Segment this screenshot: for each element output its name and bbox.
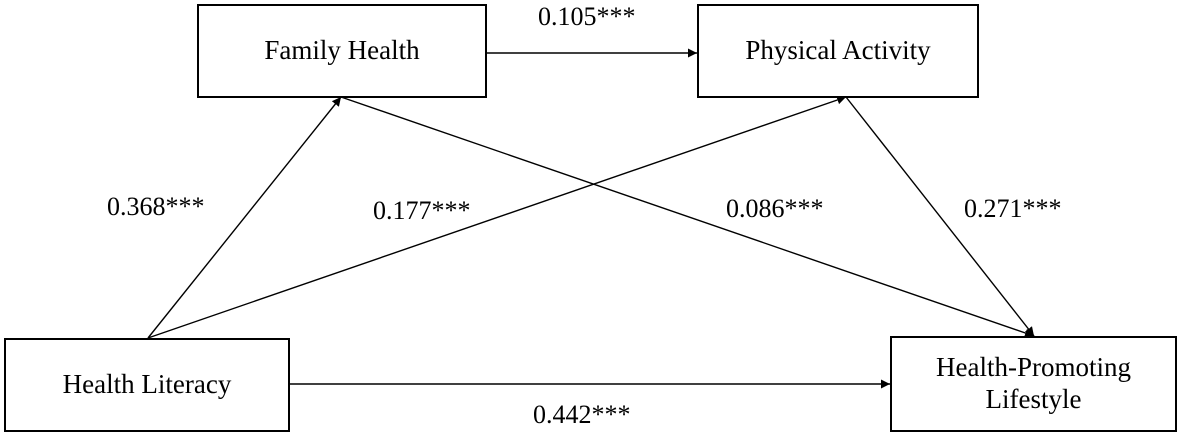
coef-literacy-to-family: 0.368***: [107, 192, 205, 221]
coef-literacy-to-physical: 0.177***: [373, 196, 471, 225]
coef-family-to-physical: 0.105***: [538, 2, 636, 31]
arrow-literacy-to-family: [147, 96, 342, 339]
arrow-family-to-lifestyle: [340, 96, 1035, 338]
coef-physical-to-lifestyle: 0.271***: [964, 194, 1062, 223]
arrow-literacy-to-physical: [147, 95, 847, 339]
coef-literacy-to-lifestyle: 0.442***: [533, 400, 631, 429]
coef-family-to-lifestyle: 0.086***: [726, 194, 824, 223]
node-family-health-label: Family Health: [264, 35, 420, 66]
node-family-health: Family Health: [197, 4, 487, 98]
node-health-promoting-lifestyle-label: Health-Promoting Lifestyle: [936, 352, 1131, 414]
node-physical-activity: Physical Activity: [697, 4, 979, 98]
node-health-promoting-lifestyle: Health-Promoting Lifestyle: [890, 336, 1177, 432]
node-health-literacy: Health Literacy: [4, 338, 290, 432]
node-health-literacy-label: Health Literacy: [62, 369, 232, 400]
node-physical-activity-label: Physical Activity: [745, 35, 931, 66]
arrow-physical-to-lifestyle: [845, 96, 1035, 337]
